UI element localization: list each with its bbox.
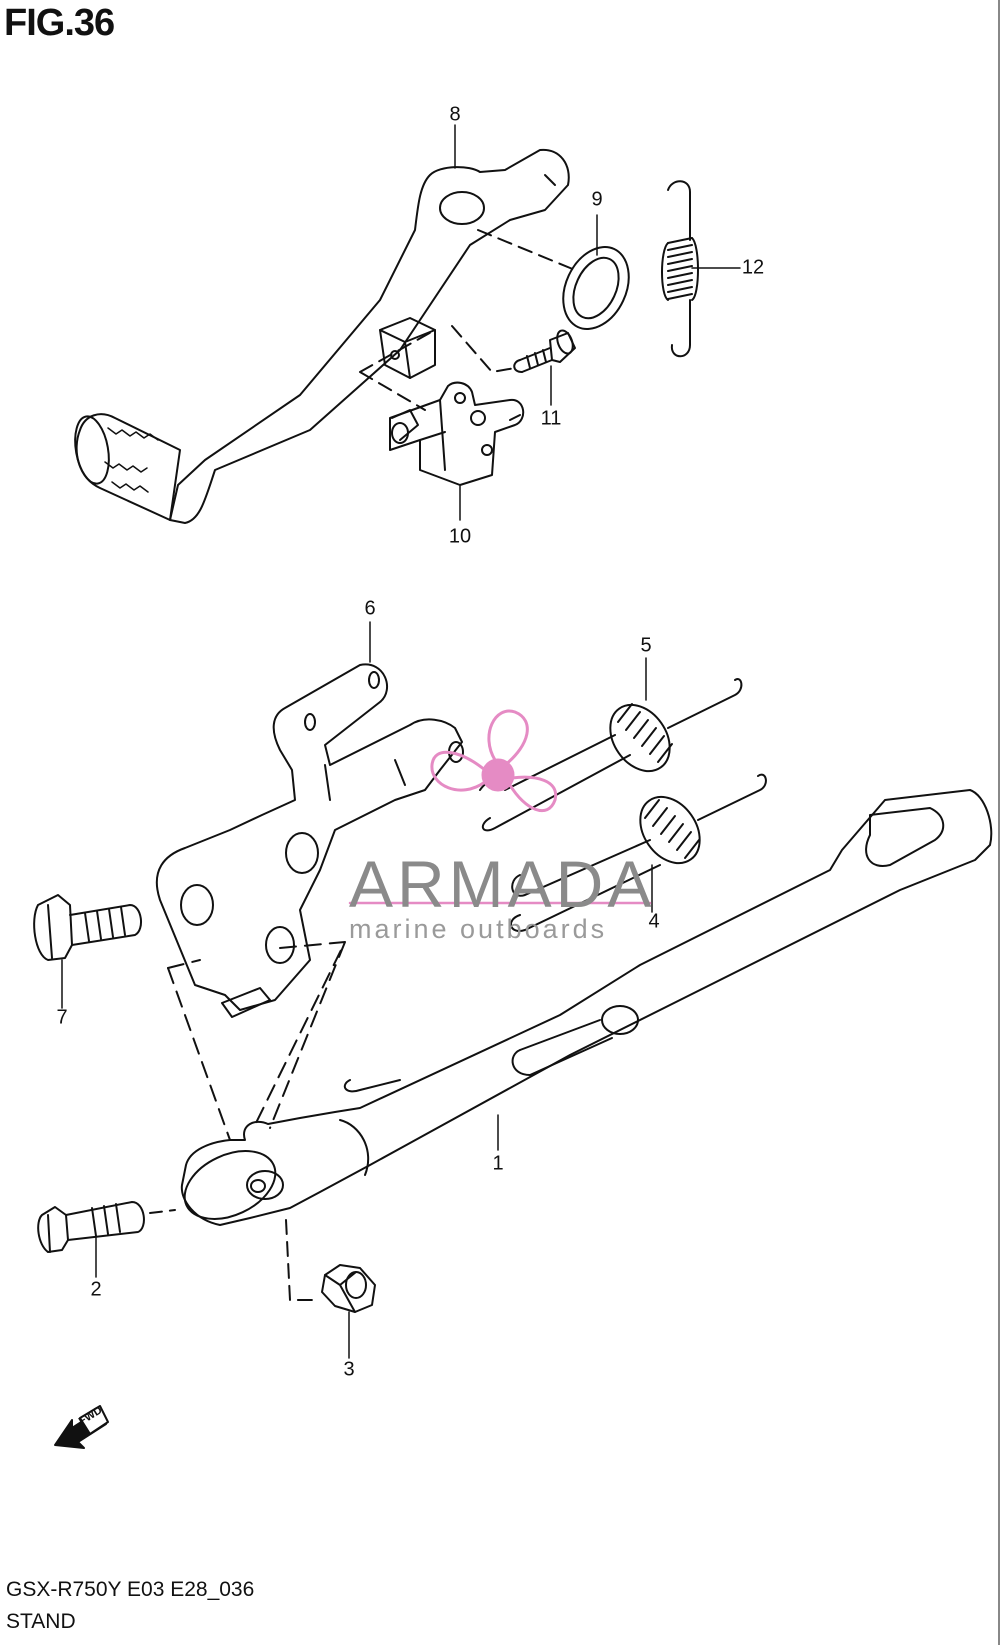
callout-11: 11 (540, 407, 562, 430)
leader-dashed-3 (285, 1219, 316, 1301)
pivot-bolt-part-2 (37, 1201, 145, 1253)
leader-dashed-8-9 (477, 229, 576, 271)
bracket-part-10 (389, 381, 525, 486)
bolt-part-11 (513, 329, 576, 373)
section-name: STAND (6, 1610, 76, 1633)
callout-1: 1 (492, 1152, 504, 1175)
watermark-tagline: marine outboards (349, 914, 608, 944)
callout-5: 5 (640, 634, 652, 657)
callout-3: 3 (343, 1358, 355, 1381)
callout-10: 10 (448, 525, 472, 548)
model-code: GSX-R750Y E03 E28_036 (6, 1578, 255, 1601)
leader-dashed-10 (359, 329, 436, 411)
callout-8: 8 (449, 103, 461, 126)
callout-7: 7 (56, 1006, 68, 1029)
washer-part (562, 246, 630, 330)
callout-12: 12 (741, 256, 765, 279)
return-spring-part (661, 180, 699, 358)
bolt-part-7 (33, 894, 142, 961)
stand-bracket-part-6 (155, 663, 464, 1018)
nut-part-3 (321, 1264, 376, 1313)
leader-dashed-6-1 (167, 941, 346, 1141)
leader-dashed-11 (451, 325, 516, 373)
callout-4: 4 (648, 910, 660, 933)
watermark-brand: ARMADA (349, 847, 656, 921)
spring-part-5 (479, 678, 743, 832)
callout-6: 6 (364, 597, 376, 620)
footpeg-rubber-part (75, 413, 181, 521)
callout-leader-lines (61, 124, 741, 1359)
propeller-logo-icon (430, 709, 558, 813)
fwd-arrow-icon (54, 1405, 109, 1449)
shift-lever-part (74, 148, 570, 524)
spring-part-4 (510, 773, 767, 932)
callout-2: 2 (90, 1278, 102, 1301)
callout-9: 9 (591, 188, 603, 211)
side-stand-part-1 (180, 789, 993, 1226)
page-border (998, 0, 1000, 1645)
figure-title: FIG.36 (4, 2, 115, 44)
